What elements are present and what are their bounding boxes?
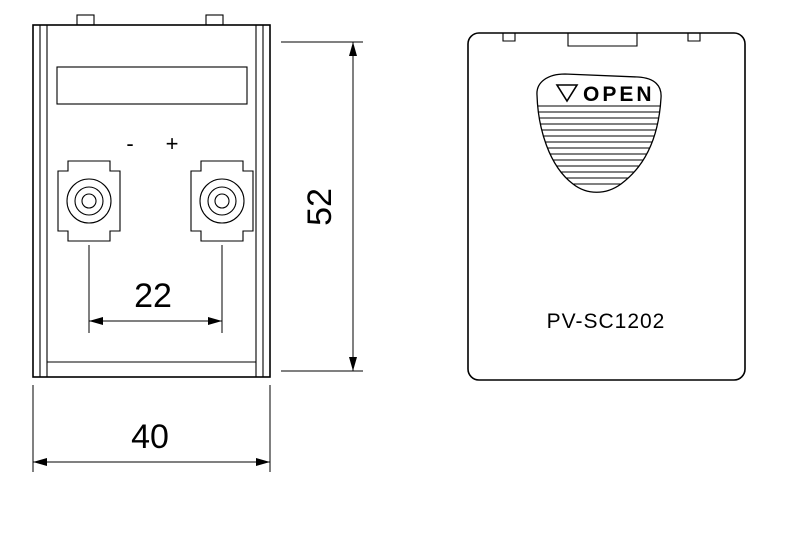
terminal-left-screw-center xyxy=(81,193,97,209)
arrowhead-right xyxy=(256,458,270,466)
side-view: OPEN PV-SC1202 xyxy=(467,32,746,381)
polarity-positive: + xyxy=(166,131,179,156)
terminal-right-screw xyxy=(207,186,237,216)
dim-terminal-spacing-value: 22 xyxy=(134,277,172,315)
polarity-negative: - xyxy=(126,131,133,156)
terminal-right-screw-center xyxy=(214,193,230,209)
arrowhead-left xyxy=(33,458,47,466)
arrowhead-down xyxy=(349,357,357,371)
dimension-body-height: 52 xyxy=(281,41,363,372)
terminal-right-clamp xyxy=(199,178,245,224)
side-top-notch-right xyxy=(687,33,701,42)
dimension-terminal-spacing: 22 xyxy=(88,245,223,333)
terminal-left-housing xyxy=(57,160,121,242)
terminal-left-screw xyxy=(74,186,104,216)
arrowhead-up xyxy=(349,42,357,56)
dimension-body-width: 40 xyxy=(32,385,271,472)
side-body-outline xyxy=(467,32,746,381)
arrowhead-right xyxy=(208,317,222,325)
terminal-left xyxy=(57,160,121,242)
open-label: OPEN xyxy=(583,83,655,106)
dim-body-height-value: 52 xyxy=(301,188,339,226)
model-label: PV-SC1202 xyxy=(547,310,666,333)
arrowhead-left xyxy=(89,317,103,325)
front-top-tab-left xyxy=(76,14,95,26)
label-window xyxy=(56,66,248,105)
terminal-right-housing xyxy=(190,160,254,242)
front-top-tab-right xyxy=(205,14,224,26)
side-top-latch-slot xyxy=(567,33,638,47)
terminal-left-clamp xyxy=(66,178,112,224)
side-top-notch-left xyxy=(502,33,516,42)
front-body-outline xyxy=(32,24,271,378)
open-lever: OPEN xyxy=(536,73,662,193)
terminal-right xyxy=(190,160,254,242)
dim-body-width-value: 40 xyxy=(131,418,169,456)
front-view: - + 22 xyxy=(32,14,363,472)
open-triangle-icon xyxy=(555,84,579,103)
